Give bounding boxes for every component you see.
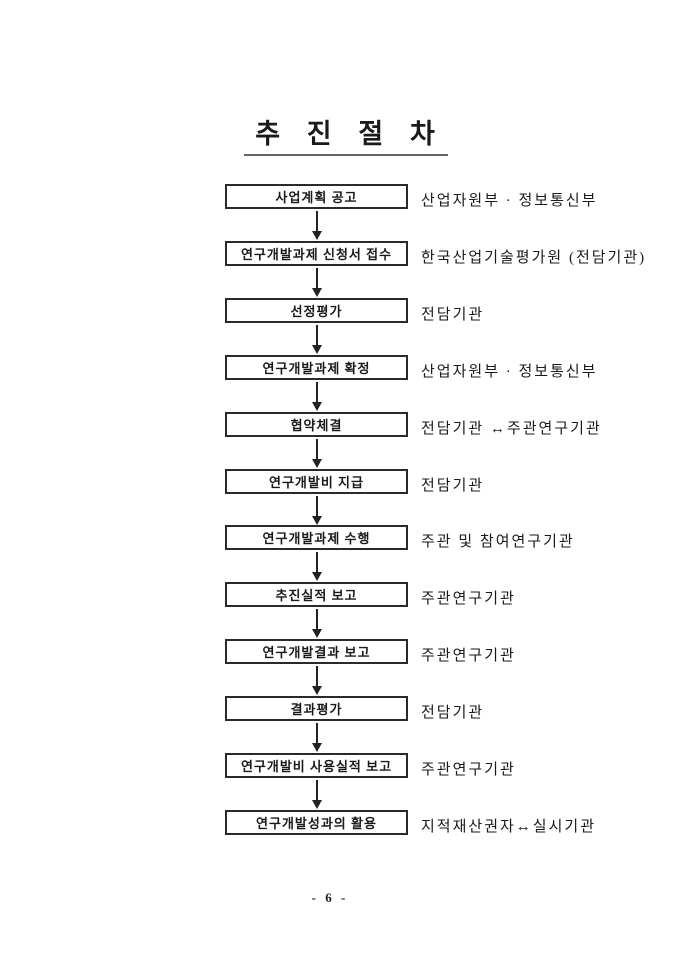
flow-step: 연구개발성과의 활용 지적재산권자↔실시기관 xyxy=(0,810,680,867)
arrow-head xyxy=(311,743,322,752)
flow-box-label: 사업계획 공고 xyxy=(275,190,358,205)
flow-box-label: 연구개발과제 신청서 접수 xyxy=(240,247,393,262)
arrow-head xyxy=(311,459,322,468)
arrow-head xyxy=(311,231,322,240)
flow-box: 사업계획 공고 xyxy=(225,184,408,209)
agency-label: 한국산업기술평가원 (전담기관) xyxy=(421,250,647,266)
arrow-line xyxy=(315,496,318,516)
arrow-line xyxy=(315,211,318,231)
agency-label: 산업자원부 · 정보통신부 xyxy=(421,193,598,209)
arrow-line xyxy=(315,439,318,459)
page-title: 추 진 절 차 xyxy=(244,112,448,156)
arrow-line xyxy=(315,780,318,800)
arrow-head xyxy=(311,288,322,297)
flow-box: 연구개발결과 보고 xyxy=(225,639,408,664)
flow-box-label: 연구개발비 사용실적 보고 xyxy=(240,759,393,774)
flow-step: 사업계획 공고 산업자원부 · 정보통신부 xyxy=(0,184,680,241)
arrow-head xyxy=(311,572,322,581)
arrow-head xyxy=(311,345,322,354)
down-arrow-icon xyxy=(311,496,322,525)
flow-box: 연구개발비 지급 xyxy=(225,469,408,494)
agency-label: 지적재산권자↔실시기관 xyxy=(421,819,597,835)
page-number: - 6 - xyxy=(311,890,349,905)
flow-box: 협약체결 xyxy=(225,412,408,437)
down-arrow-icon xyxy=(311,439,322,468)
down-arrow-icon xyxy=(311,723,322,752)
flow-box-label: 연구개발과제 수행 xyxy=(262,531,371,546)
arrow-line xyxy=(315,268,318,288)
flow-box: 연구개발성과의 활용 xyxy=(225,810,408,835)
flow-step: 연구개발과제 수행 주관 및 참여연구기관 xyxy=(0,525,680,582)
arrow-line xyxy=(315,666,318,686)
flow-box-label: 결과평가 xyxy=(290,702,343,717)
flow-step: 연구개발결과 보고 주관연구기관 xyxy=(0,639,680,696)
arrow-head xyxy=(311,516,322,525)
agency-label: 주관연구기관 xyxy=(421,591,516,607)
down-arrow-icon xyxy=(311,552,322,581)
agency-label: 주관연구기관 xyxy=(421,762,516,778)
flow-box: 연구개발과제 수행 xyxy=(225,525,408,550)
flow-box-label: 연구개발과제 확정 xyxy=(262,361,371,376)
flow-box: 연구개발과제 신청서 접수 xyxy=(225,241,408,266)
agency-label: 전담기관 xyxy=(421,705,485,721)
down-arrow-icon xyxy=(311,325,322,354)
down-arrow-icon xyxy=(311,780,322,809)
arrow-head xyxy=(311,686,322,695)
flow-box-label: 연구개발결과 보고 xyxy=(262,645,371,660)
flow-box: 추진실적 보고 xyxy=(225,582,408,607)
agency-label: 전담기관 xyxy=(421,478,485,494)
flow-step: 연구개발과제 신청서 접수 한국산업기술평가원 (전담기관) xyxy=(0,241,680,298)
arrow-head xyxy=(311,629,322,638)
flow-step: 연구개발비 사용실적 보고 주관연구기관 xyxy=(0,753,680,810)
down-arrow-icon xyxy=(311,268,322,297)
agency-label: 주관연구기관 xyxy=(421,648,516,664)
flow-step: 연구개발비 지급 전담기관 xyxy=(0,469,680,526)
flow-box: 연구개발비 사용실적 보고 xyxy=(225,753,408,778)
flow-box: 선정평가 xyxy=(225,298,408,323)
arrow-line xyxy=(315,325,318,345)
flow-box-label: 추진실적 보고 xyxy=(275,588,358,603)
down-arrow-icon xyxy=(311,211,322,240)
flow-step: 선정평가 전담기관 xyxy=(0,298,680,355)
arrow-line xyxy=(315,609,318,629)
agency-label: 주관 및 참여연구기관 xyxy=(421,534,575,550)
flow-step: 연구개발과제 확정 산업자원부 · 정보통신부 xyxy=(0,355,680,412)
flow-step: 결과평가 전담기관 xyxy=(0,696,680,753)
arrow-line xyxy=(315,723,318,743)
down-arrow-icon xyxy=(311,609,322,638)
flow-box-label: 연구개발성과의 활용 xyxy=(256,816,377,831)
agency-label: 산업자원부 · 정보통신부 xyxy=(421,364,598,380)
arrow-head xyxy=(311,800,322,809)
flow-box-label: 협약체결 xyxy=(290,418,343,433)
down-arrow-icon xyxy=(311,382,322,411)
flow-box-label: 연구개발비 지급 xyxy=(269,475,364,490)
flow-step: 추진실적 보고 주관연구기관 xyxy=(0,582,680,639)
flow-box: 결과평가 xyxy=(225,696,408,721)
flow-step: 협약체결 전담기관 ↔주관연구기관 xyxy=(0,412,680,469)
agency-label: 전담기관 ↔주관연구기관 xyxy=(421,421,602,437)
arrow-line xyxy=(315,382,318,402)
flow-box: 연구개발과제 확정 xyxy=(225,355,408,380)
arrow-head xyxy=(311,402,322,411)
arrow-line xyxy=(315,552,318,572)
down-arrow-icon xyxy=(311,666,322,695)
agency-label: 전담기관 xyxy=(421,307,485,323)
flow-box-label: 선정평가 xyxy=(290,304,343,319)
